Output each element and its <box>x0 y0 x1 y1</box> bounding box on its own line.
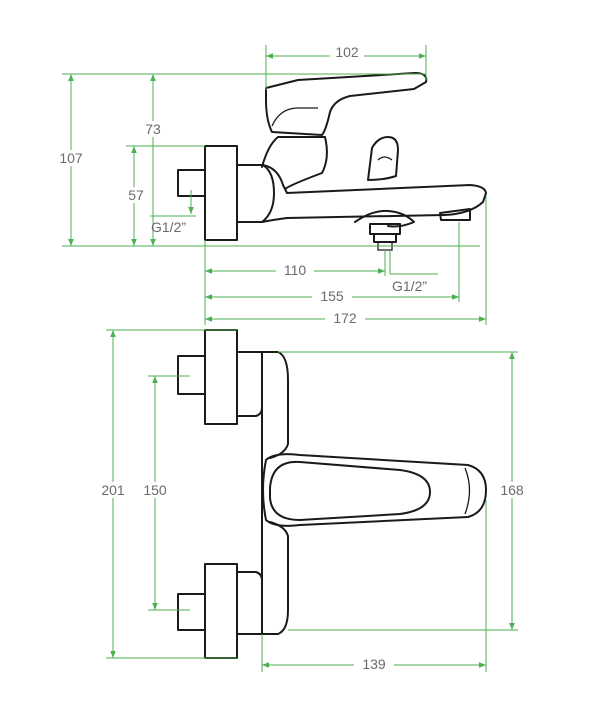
thread-bottom-label: G1/2” <box>392 278 427 294</box>
dimension-73: 73 <box>138 74 170 246</box>
dim-155-label: 155 <box>320 288 344 304</box>
top-view: 201 150 168 139 <box>95 329 530 672</box>
thread-left-label: G1/2” <box>151 219 186 235</box>
dimension-57: 57 <box>120 145 205 247</box>
dimension-150: 150 <box>137 375 190 611</box>
side-view: 102 107 73 57 G1/2” <box>54 44 487 326</box>
dim-107-label: 107 <box>59 150 83 166</box>
dimension-201: 201 <box>95 329 237 659</box>
faucet-side-outline <box>177 72 487 251</box>
thread-left-callout: G1/2” <box>150 190 196 235</box>
dim-168-label: 168 <box>500 482 524 498</box>
dim-102-label: 102 <box>335 44 359 60</box>
dim-57-label: 57 <box>128 187 144 203</box>
dim-73-label: 73 <box>145 121 161 137</box>
faucet-top-outline <box>177 329 487 659</box>
dimension-155: 155 <box>205 222 460 304</box>
dimension-172: 172 <box>205 196 487 326</box>
dim-110-label: 110 <box>284 262 307 278</box>
dimension-110: 110 <box>204 240 386 325</box>
dim-150-label: 150 <box>143 482 167 498</box>
dim-139-label: 139 <box>362 656 386 672</box>
dimension-102: 102 <box>265 44 427 90</box>
dimension-168: 168 <box>278 351 530 631</box>
dim-201-label: 201 <box>101 482 125 498</box>
dim-172-label: 172 <box>333 310 357 326</box>
thread-bottom-callout: G1/2” <box>389 250 438 294</box>
dimension-139: 139 <box>261 500 487 672</box>
